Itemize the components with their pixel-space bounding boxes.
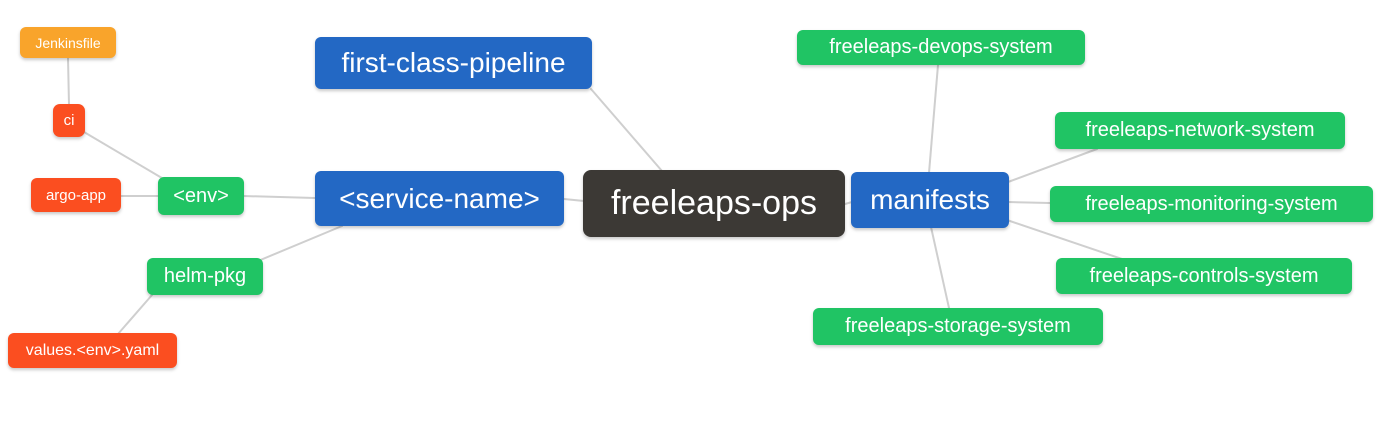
edge-manifests-storage: [930, 226, 950, 309]
node-freeleaps-ops-root[interactable]: freeleaps-ops: [583, 170, 845, 237]
node-jenkinsfile[interactable]: Jenkinsfile: [20, 27, 116, 58]
node-service-name[interactable]: <service-name>: [315, 171, 564, 226]
edge-service-name-root: [563, 198, 585, 202]
node-env[interactable]: <env>: [158, 177, 244, 215]
edge-ci-env: [83, 131, 168, 182]
node-ci[interactable]: ci: [53, 104, 85, 137]
edge-manifests-monitoring: [1007, 201, 1051, 204]
node-freeleaps-controls-system[interactable]: freeleaps-controls-system: [1056, 258, 1352, 294]
node-freeleaps-storage-system[interactable]: freeleaps-storage-system: [813, 308, 1103, 345]
edge-jenkinsfile-ci: [67, 57, 70, 106]
node-freeleaps-network-system[interactable]: freeleaps-network-system: [1055, 112, 1345, 149]
node-freeleaps-monitoring-system[interactable]: freeleaps-monitoring-system: [1050, 186, 1373, 222]
node-manifests[interactable]: manifests: [851, 172, 1009, 228]
edge-pipeline-root: [590, 88, 663, 172]
edge-root-manifests: [844, 201, 853, 205]
node-argo-app[interactable]: argo-app: [31, 178, 121, 212]
edge-manifests-devops: [928, 64, 939, 174]
node-values-env-yaml[interactable]: values.<env>.yaml: [8, 333, 177, 368]
node-helm-pkg[interactable]: helm-pkg: [147, 258, 263, 295]
edge-service-name-helm-pkg: [257, 225, 343, 262]
node-first-class-pipeline[interactable]: first-class-pipeline: [315, 37, 592, 89]
edge-manifests-network: [1007, 148, 1098, 183]
edge-helm-pkg-values: [117, 294, 153, 335]
edge-env-service-name: [242, 195, 316, 199]
edge-manifests-controls: [1006, 219, 1123, 260]
node-freeleaps-devops-system[interactable]: freeleaps-devops-system: [797, 30, 1085, 65]
